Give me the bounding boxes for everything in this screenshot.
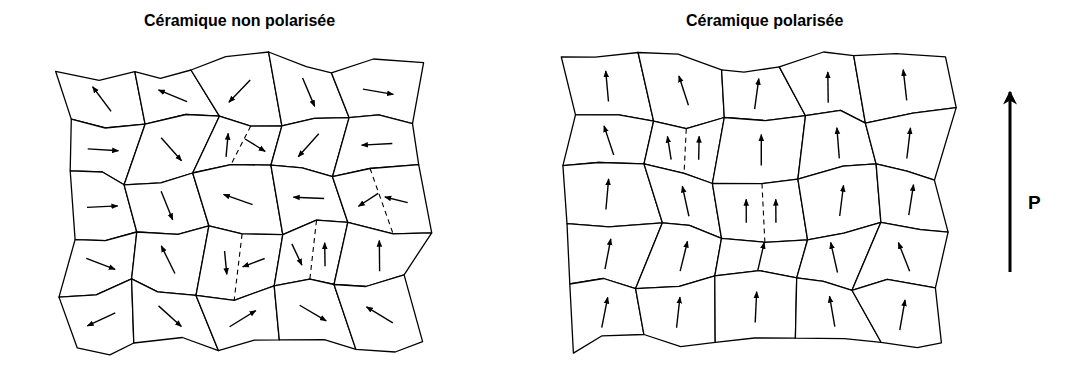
domain-wall bbox=[684, 129, 686, 174]
dipole-arrow bbox=[755, 79, 759, 110]
dipole-arrow bbox=[837, 128, 839, 159]
dipole-arrow bbox=[682, 186, 689, 216]
dipole-arrow bbox=[840, 185, 844, 216]
dipole-arrow bbox=[87, 313, 115, 326]
dipole-arrow bbox=[831, 242, 838, 272]
dipole-arrow bbox=[324, 243, 326, 267]
dipole-arrow bbox=[159, 306, 182, 327]
grain bbox=[852, 279, 941, 347]
grain bbox=[269, 52, 350, 126]
domain-wall bbox=[762, 184, 765, 243]
dipole-arrow bbox=[88, 149, 119, 151]
dipole-arrow bbox=[606, 179, 609, 210]
dipole-arrow bbox=[602, 297, 608, 327]
dipole-arrow bbox=[679, 76, 689, 105]
dipole-arrow bbox=[909, 185, 914, 215]
domain-wall bbox=[231, 126, 251, 165]
dipole-arrow bbox=[898, 243, 909, 272]
dipole-arrow bbox=[245, 139, 265, 151]
grain bbox=[638, 53, 724, 129]
unpoled-grains bbox=[56, 52, 432, 355]
dipole-arrow bbox=[363, 89, 393, 94]
grain bbox=[636, 276, 716, 347]
dipole-arrow bbox=[303, 78, 315, 106]
polarization-label: P bbox=[1028, 192, 1041, 214]
grain bbox=[852, 222, 948, 290]
panel-heading: Céramique polarisée bbox=[686, 12, 843, 30]
grain bbox=[715, 271, 797, 343]
dipole-arrow bbox=[224, 194, 253, 204]
dipole-arrow bbox=[358, 193, 378, 206]
dipole-arrow bbox=[292, 244, 302, 265]
grain bbox=[331, 59, 423, 124]
dipole-arrow bbox=[300, 305, 327, 321]
dipole-arrow bbox=[667, 136, 671, 159]
dipole-arrow bbox=[827, 72, 829, 103]
dipole-arrow bbox=[605, 239, 611, 269]
dipole-arrow bbox=[298, 134, 319, 157]
dipole-arrow bbox=[604, 126, 614, 155]
poled-grains bbox=[561, 52, 956, 353]
grain bbox=[570, 279, 644, 354]
grain bbox=[56, 71, 146, 128]
dipole-arrow bbox=[229, 80, 250, 102]
dipole-arrow bbox=[900, 300, 905, 330]
dipole-arrow bbox=[677, 297, 680, 328]
dipole-arrow bbox=[366, 307, 392, 323]
grain bbox=[561, 53, 653, 122]
dipole-arrow bbox=[293, 197, 324, 198]
dipole-arrow bbox=[87, 206, 118, 207]
dipole-arrow bbox=[362, 143, 393, 145]
dipole-arrow bbox=[903, 70, 906, 101]
domain-wall bbox=[234, 234, 242, 300]
dipole-arrow bbox=[698, 136, 700, 160]
dipole-arrow bbox=[761, 135, 762, 166]
dipole-arrow bbox=[161, 138, 181, 161]
panel-heading: Céramique non polarisée bbox=[144, 12, 335, 30]
grain bbox=[193, 165, 283, 235]
polarization-arrow bbox=[1009, 92, 1012, 272]
dipole-arrow bbox=[225, 251, 227, 274]
dipole-arrow bbox=[158, 90, 186, 102]
grain bbox=[70, 171, 137, 241]
grain bbox=[334, 222, 432, 286]
dipole-arrow bbox=[161, 246, 175, 274]
dipole-arrow bbox=[907, 128, 911, 159]
grain bbox=[196, 286, 279, 351]
dipole-arrow bbox=[226, 133, 228, 156]
grain bbox=[334, 275, 423, 352]
dipole-arrow bbox=[379, 240, 381, 271]
grain bbox=[59, 279, 134, 355]
dipole-arrow bbox=[757, 242, 764, 272]
dipole-arrow bbox=[86, 258, 115, 269]
dipole-arrow bbox=[161, 191, 173, 220]
dipole-arrow bbox=[93, 87, 111, 112]
dipole-arrow bbox=[755, 292, 756, 323]
dipole-arrow bbox=[243, 258, 265, 266]
dipole-arrow bbox=[830, 296, 835, 326]
dipole-arrow bbox=[385, 197, 408, 203]
grain bbox=[876, 164, 948, 232]
grain bbox=[563, 115, 654, 166]
domain-wall bbox=[310, 220, 317, 279]
dipole-arrow bbox=[680, 241, 687, 271]
grain bbox=[712, 179, 807, 242]
dipole-arrow bbox=[606, 71, 609, 102]
dipole-arrow bbox=[775, 199, 777, 223]
dipole-arrow bbox=[230, 311, 256, 327]
domain-wall bbox=[370, 168, 393, 233]
grain bbox=[712, 116, 805, 184]
dipole-arrow bbox=[746, 199, 747, 223]
